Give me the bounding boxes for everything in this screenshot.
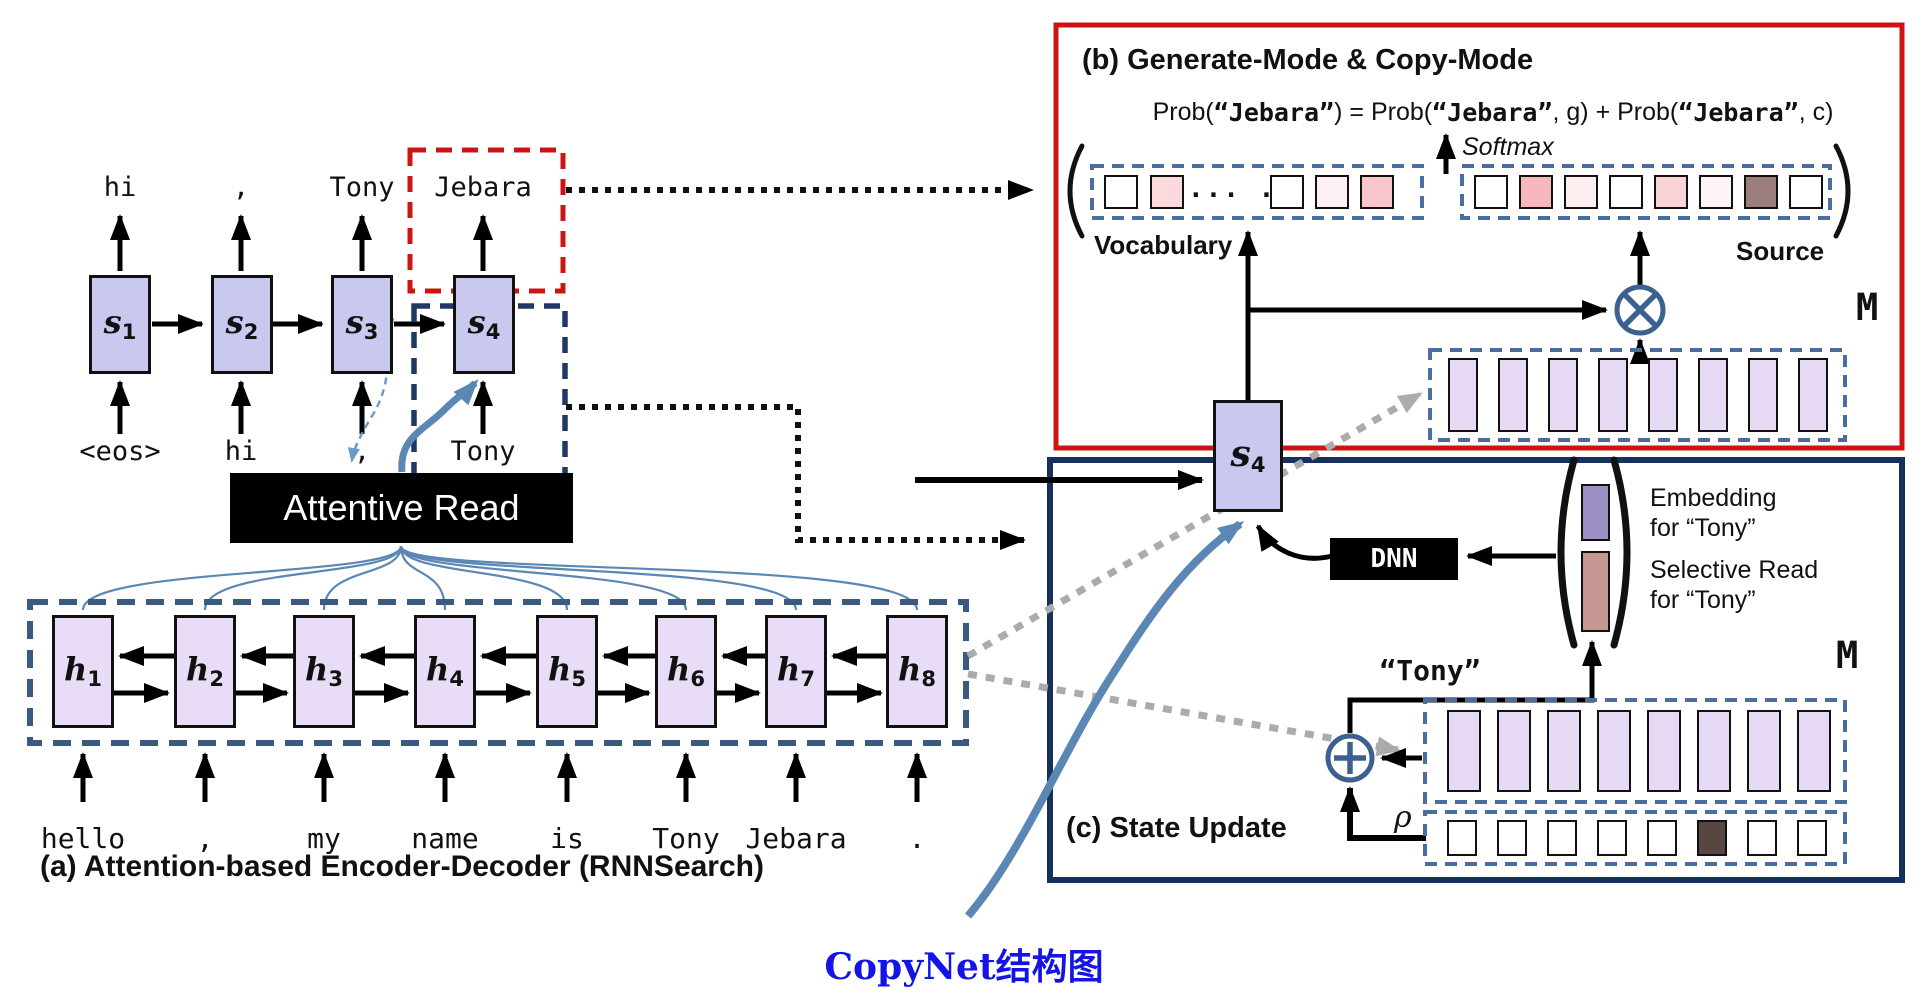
- memory-bar: [1748, 358, 1778, 432]
- vocab-prob-cell: [1360, 175, 1394, 209]
- vocab-prob-cell: [1315, 175, 1349, 209]
- memory-bar: [1647, 710, 1681, 792]
- source-prob-cell: [1474, 175, 1508, 209]
- source-word: .: [908, 822, 926, 855]
- decoder-state-s2: s2: [211, 275, 273, 374]
- encoder-state-h6: h6: [655, 615, 717, 728]
- source-prob-cell: [1654, 175, 1688, 209]
- source-word: Tony: [652, 822, 720, 855]
- copy-weight-cell: [1597, 820, 1627, 856]
- vocab-prob-cell: [1270, 175, 1304, 209]
- embedding-label-line1: Embedding: [1650, 484, 1777, 512]
- probability-formula: Prob(“Jebara”) = Prob(“Jebara”, g) + Pro…: [1152, 97, 1834, 127]
- memory-bar: [1548, 358, 1578, 432]
- source-word: hello: [40, 822, 126, 855]
- matrix-m-label-c: M: [1836, 634, 1859, 677]
- encoder-state-h5: h5: [536, 615, 598, 728]
- vocab-ellipsis: ... ..: [1188, 174, 1294, 204]
- copy-weight-cell: [1447, 820, 1477, 856]
- decoder-state-s4-large: s4: [1213, 400, 1283, 512]
- memory-bar: [1498, 358, 1528, 432]
- embedding-bar: [1581, 484, 1610, 541]
- panel-b-title: (b) Generate-Mode & Copy-Mode: [1082, 44, 1534, 76]
- encoder-state-h1: h1: [52, 615, 114, 728]
- tony-label: “Tony”: [1379, 654, 1481, 687]
- rho-label: ρ: [1394, 800, 1412, 835]
- memory-bar: [1747, 710, 1781, 792]
- figure-caption: CopyNet结构图: [824, 946, 1104, 988]
- embedding-label-line2: for “Tony”: [1650, 514, 1756, 542]
- panel-c-title: (c) State Update: [1066, 812, 1287, 844]
- softmax-label: Softmax: [1462, 133, 1554, 161]
- decoder-input-word: Tony: [450, 436, 516, 467]
- copy-weight-cell: [1497, 820, 1527, 856]
- copy-weight-cell: [1697, 820, 1727, 856]
- decoder-input-word: ,: [353, 436, 371, 467]
- memory-bar: [1797, 710, 1831, 792]
- decoder-output-word: ,: [232, 172, 250, 203]
- memory-bar: [1497, 710, 1531, 792]
- memory-bar: [1547, 710, 1581, 792]
- source-prob-cell: [1609, 175, 1643, 209]
- source-prob-cell: [1564, 175, 1598, 209]
- memory-bar: [1598, 358, 1628, 432]
- copy-weight-cell: [1647, 820, 1677, 856]
- decoder-state-s3: s3: [331, 275, 393, 374]
- encoder-state-h4: h4: [414, 615, 476, 728]
- source-word: ,: [196, 822, 214, 855]
- selective-read-label-line1: Selective Read: [1650, 556, 1819, 584]
- panel-a-title: (a) Attention-based Encoder-Decoder (RNN…: [40, 850, 764, 883]
- source-word: is: [550, 822, 584, 855]
- source-word: Jebara: [745, 822, 847, 855]
- selective-read-label-line2: for “Tony”: [1650, 586, 1756, 614]
- encoder-state-h2: h2: [174, 615, 236, 728]
- memory-bar: [1697, 710, 1731, 792]
- source-word: name: [411, 822, 479, 855]
- vocabulary-label: Vocabulary: [1094, 230, 1233, 260]
- decoder-state-s1: s1: [89, 275, 151, 374]
- encoder-state-h7: h7: [765, 615, 827, 728]
- source-word: my: [307, 822, 341, 855]
- dnn-box: DNN: [1330, 538, 1458, 580]
- decoder-input-word: <eos>: [79, 436, 161, 467]
- source-prob-cell: [1519, 175, 1553, 209]
- decoder-output-word: Tony: [329, 172, 395, 203]
- memory-bar: [1698, 358, 1728, 432]
- decoder-state-s4: s4: [453, 275, 515, 374]
- memory-bar: [1448, 358, 1478, 432]
- memory-bar: [1597, 710, 1631, 792]
- copy-weight-cell: [1547, 820, 1577, 856]
- encoder-state-h3: h3: [293, 615, 355, 728]
- attentive-read-box: Attentive Read: [230, 473, 573, 543]
- decoder-output-word: Jebara: [434, 172, 532, 203]
- memory-bar: [1798, 358, 1828, 432]
- source-label: Source: [1736, 236, 1825, 266]
- memory-bar: [1648, 358, 1678, 432]
- vocab-prob-cell: [1150, 175, 1184, 209]
- encoder-state-h8: h8: [886, 615, 948, 728]
- memory-bar: [1447, 710, 1481, 792]
- copy-weight-cell: [1797, 820, 1827, 856]
- decoder-input-word: hi: [224, 436, 258, 467]
- decoder-output-word: hi: [103, 172, 137, 203]
- matrix-m-label-b: M: [1856, 286, 1879, 329]
- source-prob-cell: [1789, 175, 1823, 209]
- source-prob-cell: [1699, 175, 1733, 209]
- selective-read-bar: [1581, 551, 1610, 632]
- source-prob-cell: [1744, 175, 1778, 209]
- vocab-prob-cell: [1104, 175, 1138, 209]
- copy-weight-cell: [1747, 820, 1777, 856]
